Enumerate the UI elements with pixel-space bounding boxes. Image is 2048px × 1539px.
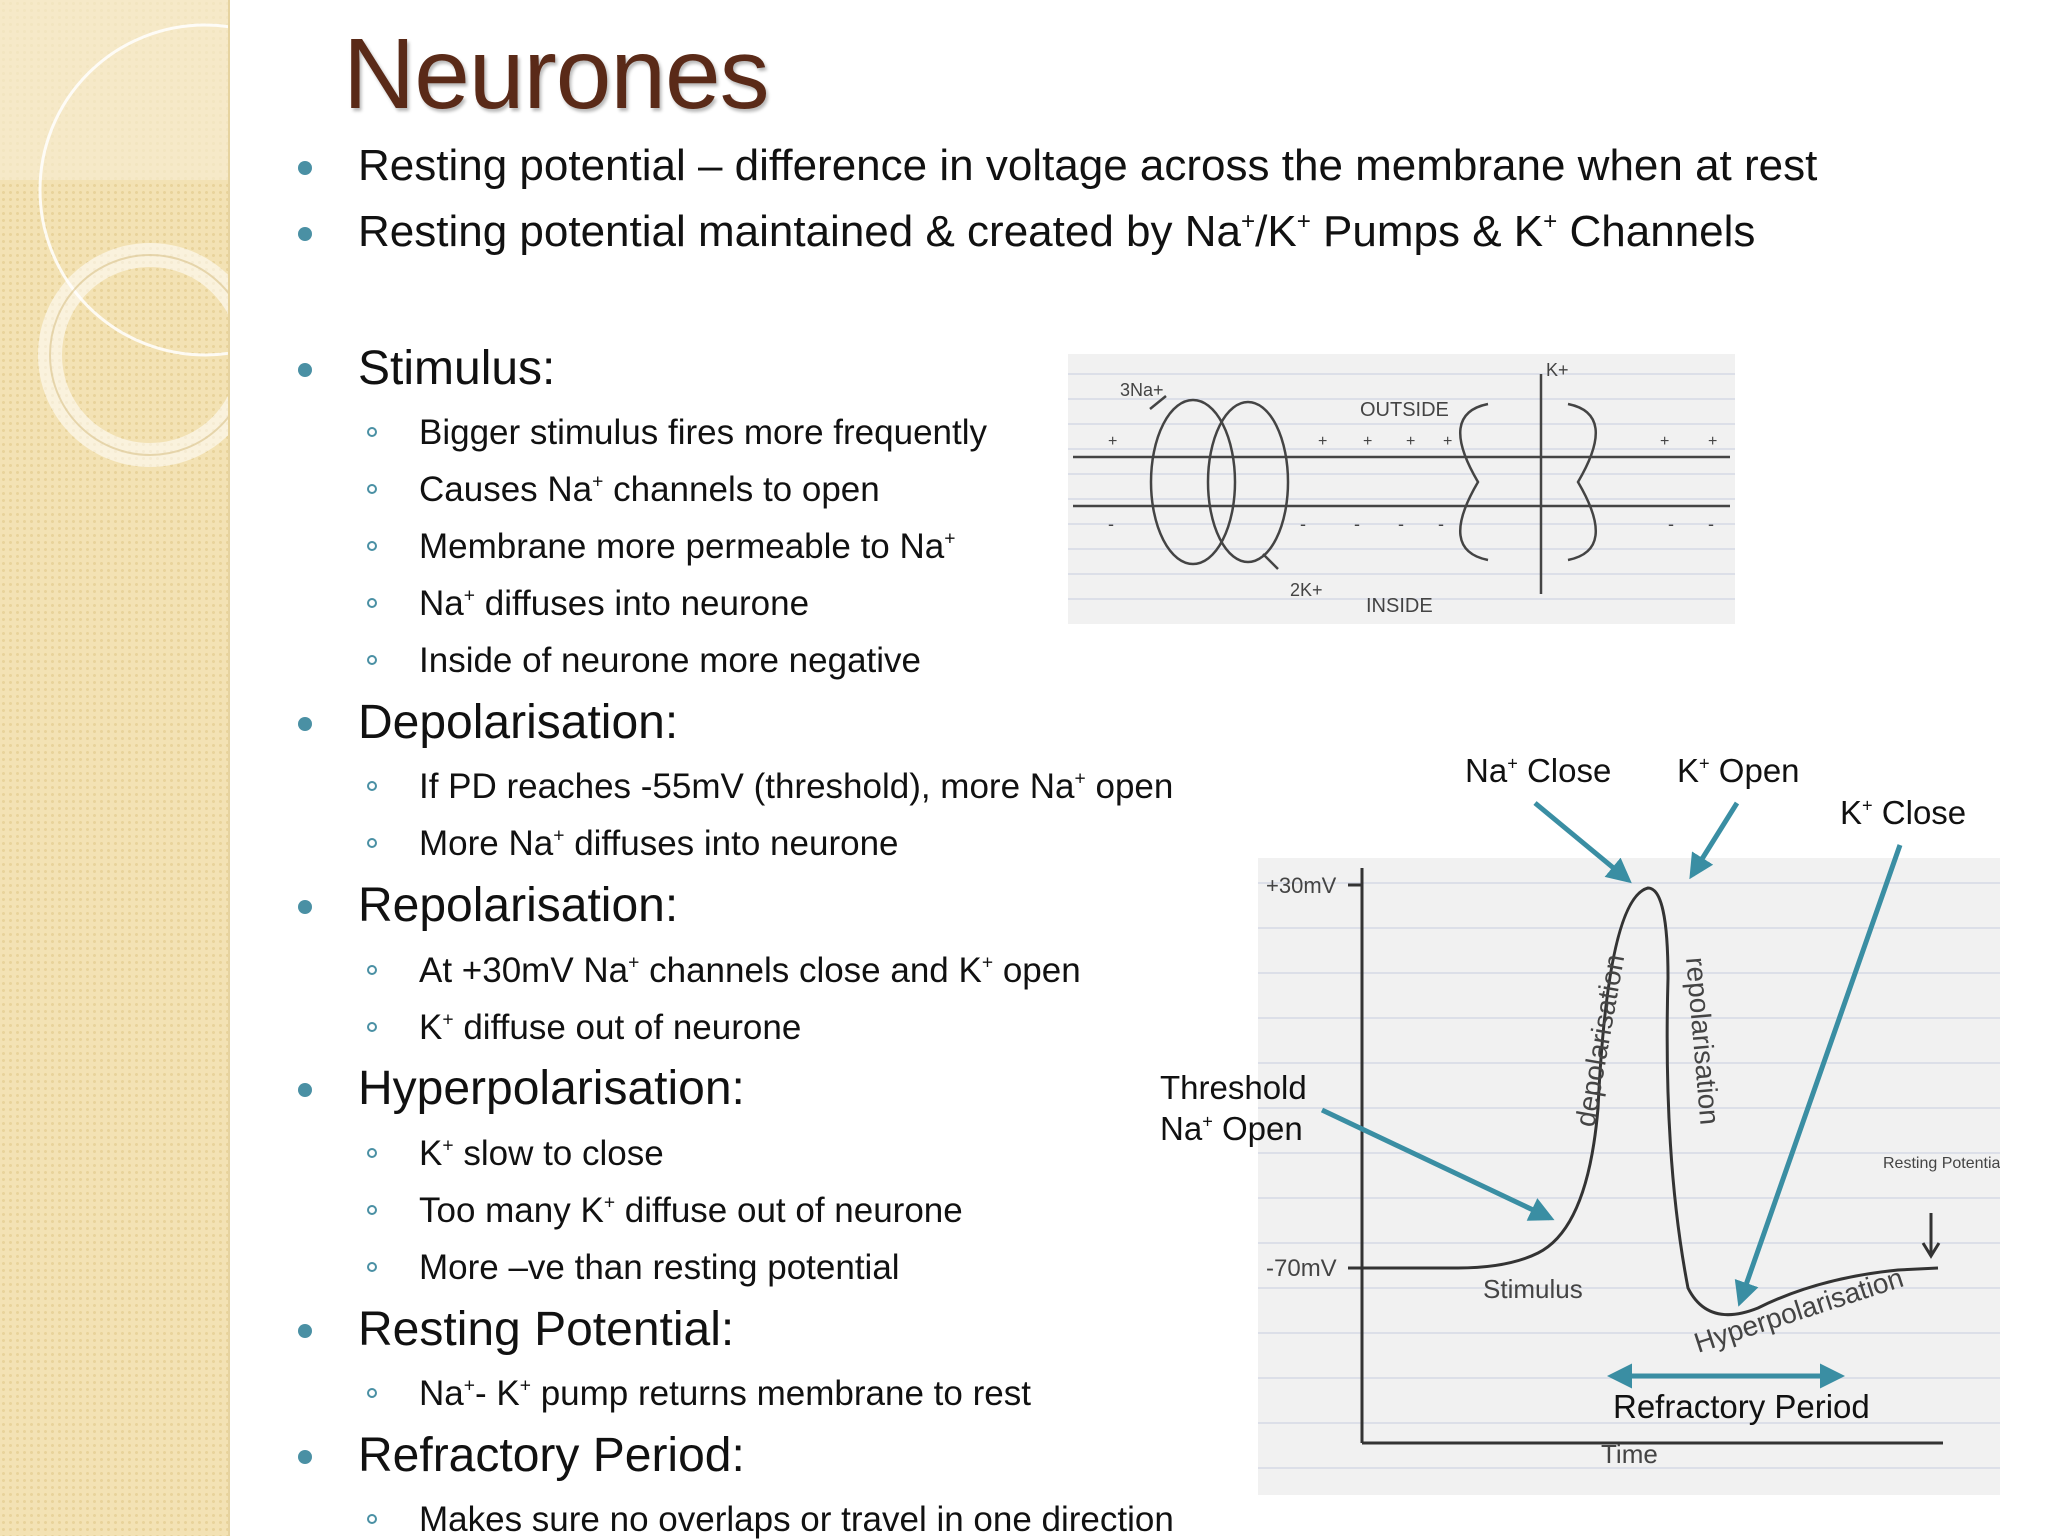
svg-text:-: - [1300,514,1306,534]
svg-text:-70mV: -70mV [1266,1255,1337,1282]
svg-text:+: + [1318,433,1327,450]
sub-bullet-circle [367,838,377,848]
intro-bullet-1: Resting potential – difference in voltag… [358,141,1818,190]
sub-bullet-circle [367,1022,377,1032]
hyperpolarisation-item-1: K+ slow to close [419,1134,664,1173]
svg-text:3Na+: 3Na+ [1120,380,1164,400]
svg-text:+30mV: +30mV [1266,873,1337,898]
svg-text:-: - [1438,514,1444,534]
svg-text:K+: K+ [1546,360,1569,380]
annotation-na-open: Na+ Open [1160,1110,1303,1147]
sub-bullet-circle [367,1205,377,1215]
depolarisation-item-1: If PD reaches -55mV (threshold), more Na… [419,767,1174,806]
refractory-item-1: Makes sure no overlaps or travel in one … [419,1500,1174,1539]
sub-bullet-circle [367,1388,377,1398]
sub-bullet-circle [367,484,377,494]
stimulus-item-3: Membrane more permeable to Na+ [419,527,956,566]
sub-bullet-circle [367,655,377,665]
annotation-refractory-period: Refractory Period [1613,1388,1870,1425]
bullet-dot [298,363,312,377]
bullet-dot [298,161,312,175]
section-heading-refractory-period: Refractory Period: [358,1429,745,1482]
resting-item-1: Na+- K+ pump returns membrane to rest [419,1374,1031,1413]
annotation-k-open: K+ Open [1677,752,1800,789]
repolarisation-item-1: At +30mV Na+ channels close and K+ open [419,951,1081,990]
bullet-dot [298,1083,312,1097]
section-heading-stimulus: Stimulus: [358,342,556,395]
svg-text:-: - [1108,514,1114,534]
annotation-k-close: K+ Close [1840,794,1967,831]
svg-text:INSIDE: INSIDE [1366,595,1433,617]
annotation-na-close: Na+ Close [1465,752,1612,789]
svg-text:+: + [1108,433,1117,450]
svg-text:depolarisation: depolarisation [1569,952,1630,1129]
svg-text:+: + [1443,433,1452,450]
svg-text:repolarisation: repolarisation [1680,956,1726,1126]
sub-bullet-circle [367,781,377,791]
sub-bullet-circle [367,1148,377,1158]
svg-text:Time: Time [1601,1439,1658,1469]
svg-text:2K+: 2K+ [1290,580,1323,600]
sub-bullet-circle [367,598,377,608]
svg-text:Hyperpolarisation: Hyperpolarisation [1690,1262,1907,1359]
bullet-dot [298,1450,312,1464]
repolarisation-item-2: K+ diffuse out of neurone [419,1008,802,1047]
membrane-sketch: 3Na+ 2K+ K+ OUTSIDE INSIDE + + + + + + +… [1068,360,1735,617]
depolarisation-item-2: More Na+ diffuses into neurone [419,824,899,863]
sub-bullet-circle [367,1262,377,1272]
section-heading-repolarisation: Repolarisation: [358,879,679,932]
svg-text:Stimulus: Stimulus [1483,1274,1583,1304]
stimulus-item-2: Causes Na+ channels to open [419,470,880,509]
hyperpolarisation-item-3: More –ve than resting potential [419,1248,900,1287]
decorative-sidebar [0,0,230,1536]
svg-text:+: + [1660,433,1669,450]
sub-bullet-circle [367,427,377,437]
annotation-threshold: Threshold [1160,1069,1307,1106]
membrane-pump-diagram: 3Na+ 2K+ K+ OUTSIDE INSIDE + + + + + + +… [1068,354,1735,624]
stimulus-item-5: Inside of neurone more negative [419,641,921,680]
sub-bullet-circle [367,541,377,551]
hyperpolarisation-item-2: Too many K+ diffuse out of neurone [419,1191,963,1230]
section-heading-hyperpolarisation: Hyperpolarisation: [358,1062,745,1115]
section-heading-resting-potential: Resting Potential: [358,1303,735,1356]
svg-text:Resting Potential: Resting Potential [1883,1155,2000,1172]
svg-text:-: - [1708,514,1714,534]
bullet-dot [298,717,312,731]
sub-bullet-circle [367,1514,377,1524]
intro-bullet-2: Resting potential maintained & created b… [358,207,1756,256]
svg-text:+: + [1708,433,1717,450]
svg-text:+: + [1363,433,1372,450]
svg-text:-: - [1354,514,1360,534]
slide-title: Neurones [343,18,770,130]
bullet-dot [298,227,312,241]
bullet-dot [298,1324,312,1338]
svg-text:-: - [1398,514,1404,534]
section-heading-depolarisation: Depolarisation: [358,696,679,749]
svg-text:+: + [1406,433,1415,450]
bullet-dot [298,900,312,914]
sub-bullet-circle [367,965,377,975]
stimulus-item-1: Bigger stimulus fires more frequently [419,413,987,452]
stimulus-item-4: Na+ diffuses into neurone [419,584,810,623]
svg-text:OUTSIDE: OUTSIDE [1360,399,1449,421]
svg-text:-: - [1668,514,1674,534]
sidebar-rings [0,0,228,467]
